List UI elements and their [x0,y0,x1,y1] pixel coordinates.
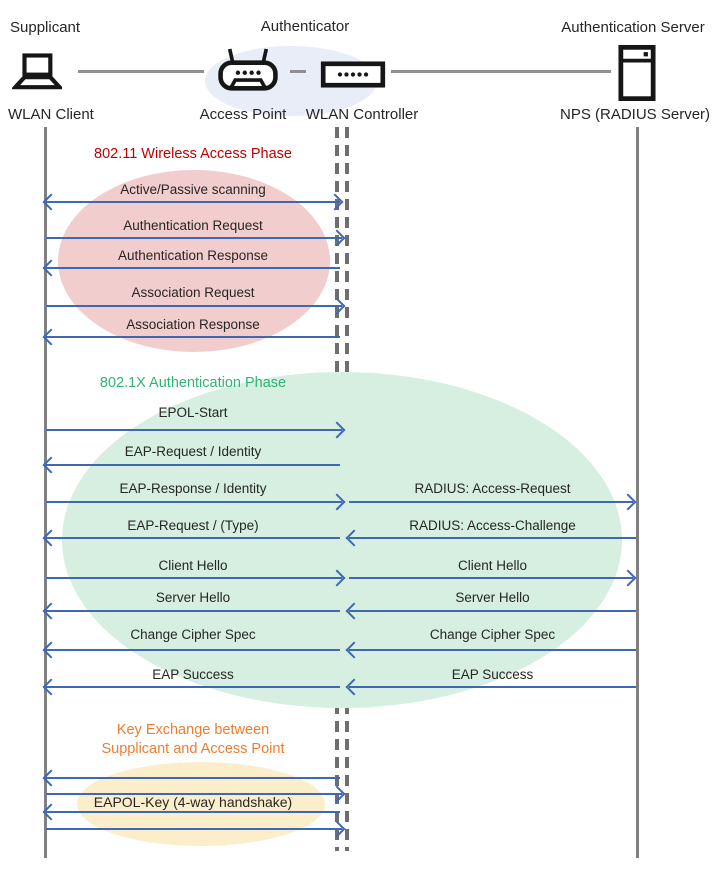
arrow-radius-access-challenge [345,529,636,547]
lifeline-nps-server [636,127,639,858]
arrow-eap-request-type [42,529,340,547]
arrow-epol-start [46,421,346,439]
label-nps-radius-server: NPS (RADIUS Server) [560,106,711,123]
phase2-title: 802.1X Authentication Phase [99,375,287,391]
message-label: Active/Passive scanning [120,182,266,197]
arrow-association-response [42,328,340,346]
message-label: EAPOL-Key (4-way handshake) [93,794,293,810]
message-label: Change Cipher Spec [429,627,556,642]
laptop-icon [12,51,62,95]
label-access-point: Access Point [199,106,287,123]
arrow-change-cipher-spec-right [345,641,636,659]
arrow-client-hello-left [46,569,346,587]
phase1-title: 802.11 Wireless Access Phase [94,146,292,162]
connector-wlc-server [391,70,611,73]
message-label: EAP-Request / (Type) [127,518,259,533]
arrow-eapol-key-2 [46,785,346,803]
message-label: Server Hello [455,590,530,605]
wlan-controller-icon [320,61,386,88]
message-label: Change Cipher Spec [130,627,256,642]
message-label: Authentication Request [123,218,263,233]
arrow-client-hello-right [349,569,637,587]
connector-ap-wlc [290,70,306,73]
role-authenticator: Authenticator [260,18,350,35]
message-label: EAP-Request / Identity [124,444,262,459]
role-authentication-server: Authentication Server [561,19,705,36]
arrow-radius-access-request [349,493,637,511]
lifeline-wlan-client [44,127,47,858]
message-label: RADIUS: Access-Request [414,481,571,496]
phase3-title-line1: Key Exchange between [116,722,270,738]
message-label: EAP Success [152,667,234,682]
role-supplicant: Supplicant [10,19,81,36]
arrow-association-request [46,297,346,315]
message-label: Association Request [131,285,255,300]
arrow-eapol-key-4 [46,820,346,838]
phase2-ellipse [62,372,622,708]
arrow-authentication-response [42,259,340,277]
access-point-icon [216,45,280,95]
arrow-change-cipher-spec-left [42,641,340,659]
message-label: Client Hello [457,558,528,573]
arrow-active-passive-scanning [42,193,344,211]
arrow-server-hello-left [42,602,340,620]
arrow-eap-response-identity [46,493,346,511]
connector-client-ap [78,70,204,73]
phase3-title-line2: Supplicant and Access Point [101,741,285,757]
phase1-ellipse [58,170,330,352]
label-wlan-client: WLAN Client [8,106,94,123]
message-label: Association Response [126,317,260,332]
message-label: EAP Success [451,667,534,682]
arrow-eap-success-left [42,678,340,696]
message-label: EPOL-Start [158,405,228,420]
arrow-eap-request-identity [42,456,340,474]
message-label: RADIUS: Access-Challenge [409,518,576,533]
message-label: Client Hello [158,558,228,573]
message-label: Authentication Response [117,248,269,263]
arrow-server-hello-right [345,602,636,620]
message-label: Server Hello [155,590,231,605]
arrow-authentication-request [46,229,346,247]
message-label: EAP-Response / Identity [119,481,267,496]
arrow-eapol-key-3 [42,803,340,821]
server-icon [618,44,656,102]
arrow-eapol-key-1 [42,769,340,787]
arrow-eap-success-right [345,678,636,696]
label-wlan-controller: WLAN Controller [305,106,419,123]
phase3-ellipse [77,762,325,846]
